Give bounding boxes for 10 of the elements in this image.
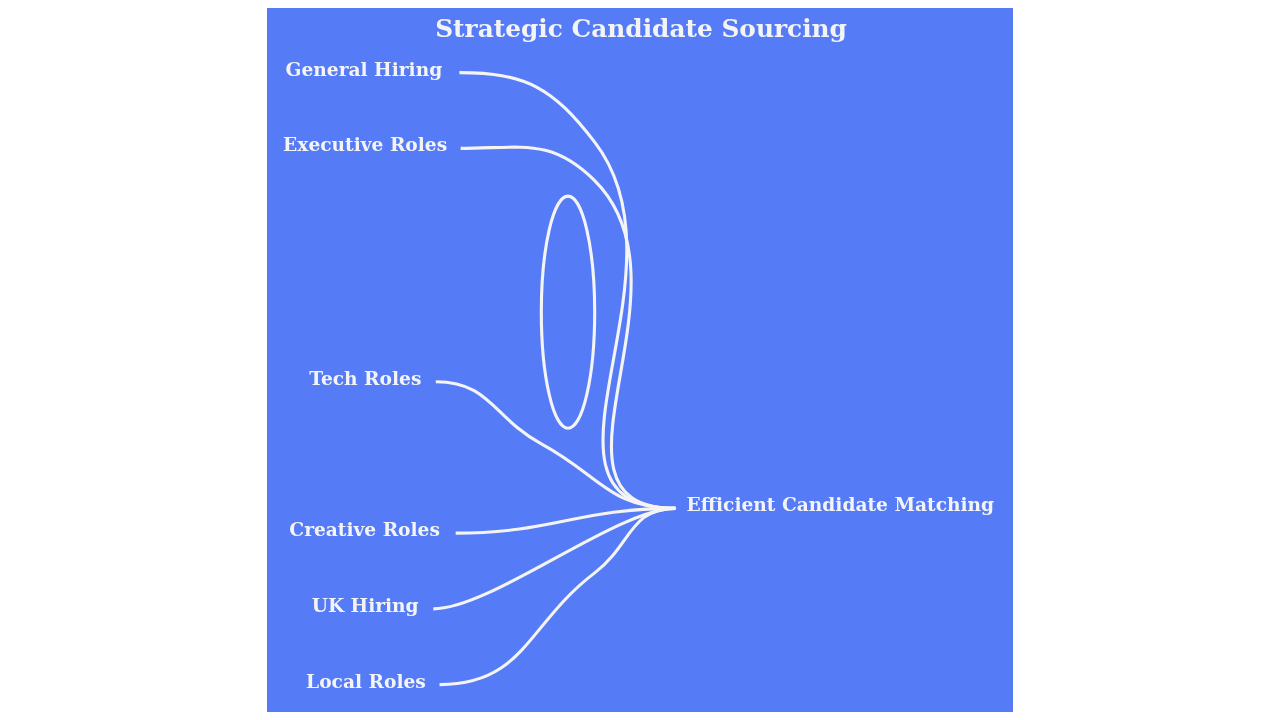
node-ellipse xyxy=(539,194,597,430)
diagram-title: Strategic Candidate Sourcing xyxy=(435,13,847,43)
node-text: UK Hiring xyxy=(311,594,419,616)
connector xyxy=(439,506,676,687)
node-text: Tech Roles xyxy=(309,367,422,389)
node-text: Executive Roles xyxy=(283,134,448,156)
node-text: Efficient Candidate Matching xyxy=(686,494,995,516)
node-text: Creative Roles xyxy=(289,519,440,541)
node-text: General Hiring xyxy=(285,58,443,80)
node-text: Local Roles xyxy=(306,670,426,692)
